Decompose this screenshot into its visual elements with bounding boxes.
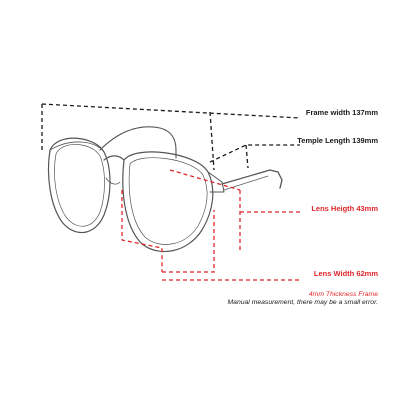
left-lens-rim: [47, 137, 111, 233]
right-lens-rim: [122, 151, 214, 253]
temple-length-line-right: [245, 144, 249, 169]
near-temple-arm: [221, 169, 283, 189]
bridge: [103, 155, 125, 161]
frame-width-label: Frame width 137mm: [305, 108, 378, 117]
black-dimension-lines: [41, 103, 301, 171]
temple-length-label: Temple Length 139mm: [297, 136, 378, 145]
lens-height-label: Lens Heigth 43mm: [311, 204, 378, 213]
lens-width-label: Lens Width 62mm: [313, 269, 378, 278]
lens-width-line-left: [121, 190, 163, 272]
frame-width-line-top: [41, 103, 301, 119]
thickness-note: 4mm Thickness Frame: [308, 291, 378, 298]
far-temple-arm: [99, 126, 177, 151]
lens-width-line-right: [162, 210, 215, 273]
hinge: [207, 171, 225, 193]
nose-pad: [105, 177, 121, 185]
left-lens-inner: [54, 144, 105, 227]
red-dimension-lines: [121, 169, 300, 281]
frame-width-line-right: [209, 111, 215, 171]
eyeglasses-frame: [47, 126, 283, 253]
lens-height-line-top: [169, 169, 241, 191]
temple-length-line-top: [209, 144, 300, 163]
disclaimer-note: Manual measurement, there may be a small…: [227, 299, 378, 306]
right-lens-inner: [128, 157, 208, 245]
